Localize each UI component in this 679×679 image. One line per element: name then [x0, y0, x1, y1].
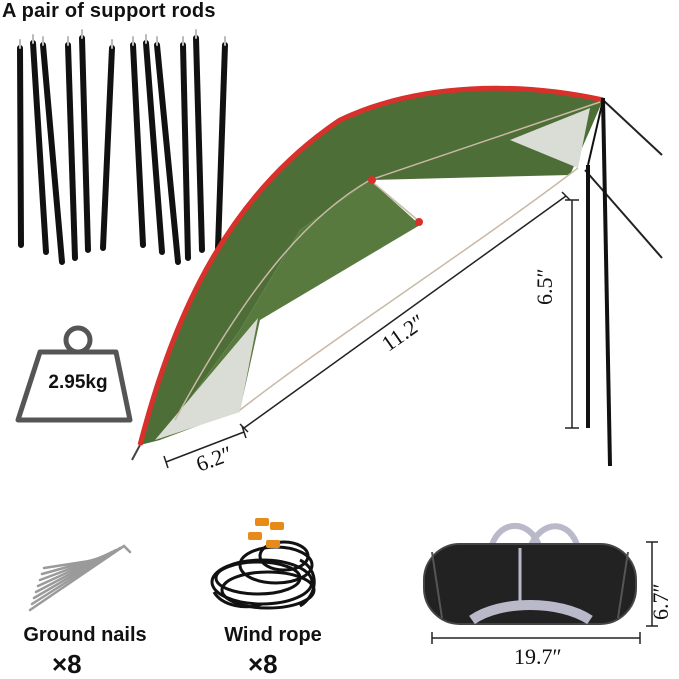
wind-rope-icon	[210, 540, 316, 610]
bag-height-label: 6.7″	[648, 583, 673, 620]
dimension-lines	[163, 191, 658, 644]
storage-bag-icon	[423, 522, 637, 625]
support-rods-title: A pair of support rods	[2, 0, 216, 22]
wind-rope-count: ×8	[248, 649, 278, 679]
support-rods-right-icon	[130, 29, 228, 265]
car-tent-tarp	[131, 85, 663, 467]
weight-label: 2.95kg	[48, 372, 108, 393]
ground-nails-icon	[28, 544, 132, 612]
rope-tensioner-icon	[248, 518, 284, 548]
ground-nails-count: ×8	[52, 649, 82, 679]
support-rods-left-icon	[17, 29, 115, 265]
bag-length-label: 19.7″	[514, 644, 562, 669]
wind-rope-label: Wind rope	[224, 624, 322, 646]
pole-height-label: 6.5″	[532, 268, 557, 305]
weight-icon	[15, 325, 133, 423]
ground-nails-label: Ground nails	[23, 624, 147, 646]
